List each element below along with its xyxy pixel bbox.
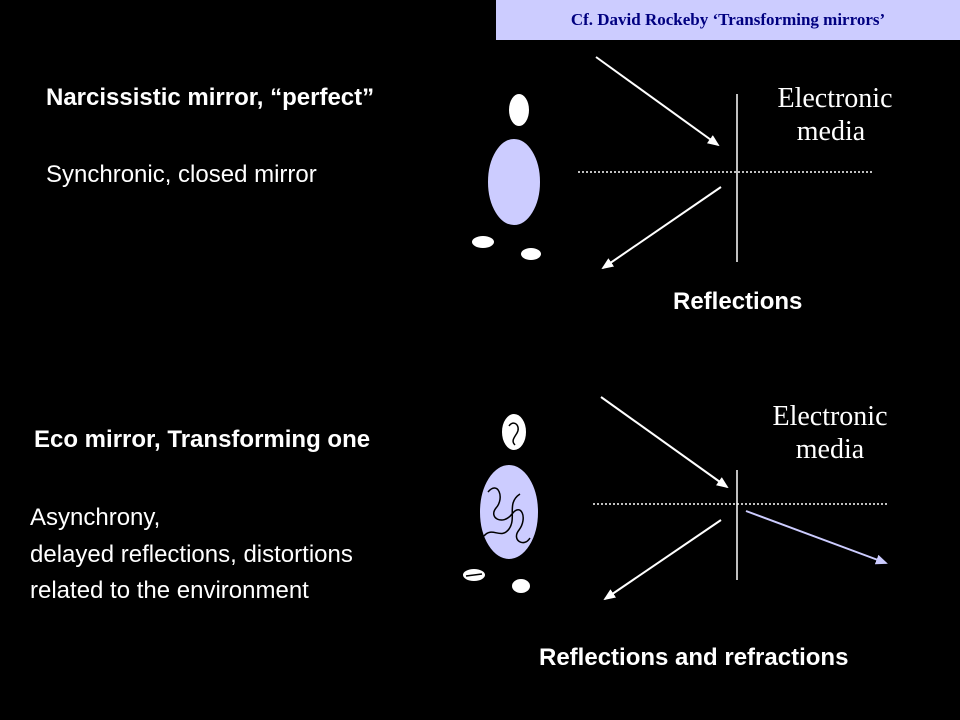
figure-top-body: [486, 137, 542, 227]
incident-arrow-top: [595, 56, 720, 147]
electronic-media-bottom-line2: media: [795, 434, 865, 466]
reflections-refractions-caption: Reflections and refractions: [539, 644, 849, 671]
electronic-media-bottom-line1: Electronic: [772, 401, 888, 432]
electronic-media-top-line2: media: [796, 116, 866, 148]
figure-bottom-body: [478, 463, 540, 561]
figure-bottom-body-squiggle-2: [483, 493, 521, 537]
refraction-arrow-bottom: [745, 510, 888, 565]
figure-top-left-foot: [470, 234, 496, 250]
figure-bottom-right-foot: [510, 577, 532, 595]
figure-bottom-head-squiggle: [508, 422, 519, 446]
citation-text: Cf. David Rockeby ‘Transforming mirrors’: [570, 10, 886, 29]
synchronic-mirror-text: Synchronic, closed mirror: [46, 161, 317, 188]
reflections-caption: Reflections: [673, 288, 803, 315]
figure-bottom-left-foot-mark: [465, 573, 483, 577]
figure-top: [470, 92, 543, 262]
environment-text: related to the environment: [30, 577, 309, 604]
eco-mirror-title: Eco mirror, Transforming one: [34, 426, 371, 453]
electronic-media-top-line1: Electronic: [777, 83, 893, 114]
asynchrony-text: Asynchrony,: [30, 504, 161, 531]
delayed-reflections-text: delayed reflections, distortions: [30, 541, 353, 568]
incident-arrow-bottom: [600, 396, 729, 489]
electronic-media-label-bottom: Electronic media: [755, 400, 905, 466]
figure-top-head: [507, 92, 531, 128]
reflection-arrow-bottom: [603, 519, 722, 601]
figure-bottom-head: [500, 412, 528, 452]
narcissistic-mirror-title: Narcissistic mirror, “perfect”: [46, 84, 375, 111]
mirror-diagram-bottom: [593, 396, 888, 601]
citation-box: Cf. David Rockeby ‘Transforming mirrors’: [496, 0, 960, 40]
reflection-arrow-top: [601, 186, 722, 270]
figure-bottom: [461, 412, 540, 595]
figure-top-right-foot: [519, 246, 543, 262]
electronic-media-label-top: Electronic media: [760, 82, 910, 148]
mirror-diagram-top: [578, 56, 873, 270]
